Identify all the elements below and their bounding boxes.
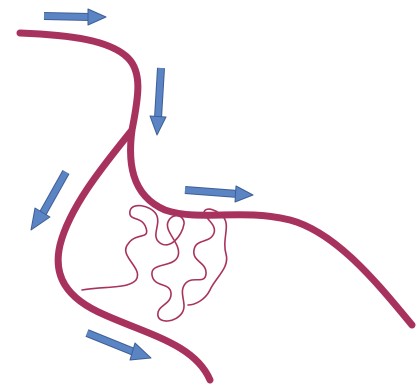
right-arrow (185, 186, 253, 202)
right-branch (131, 130, 412, 325)
down-arrow (150, 68, 166, 135)
bottom-right-arrow (87, 333, 151, 360)
folded-membrane (82, 206, 227, 321)
upper-left-branch (20, 33, 138, 130)
down-left-arrow (31, 172, 66, 230)
top-right-arrow (44, 9, 106, 25)
curve-group (20, 33, 412, 380)
arrow-group (31, 9, 253, 360)
